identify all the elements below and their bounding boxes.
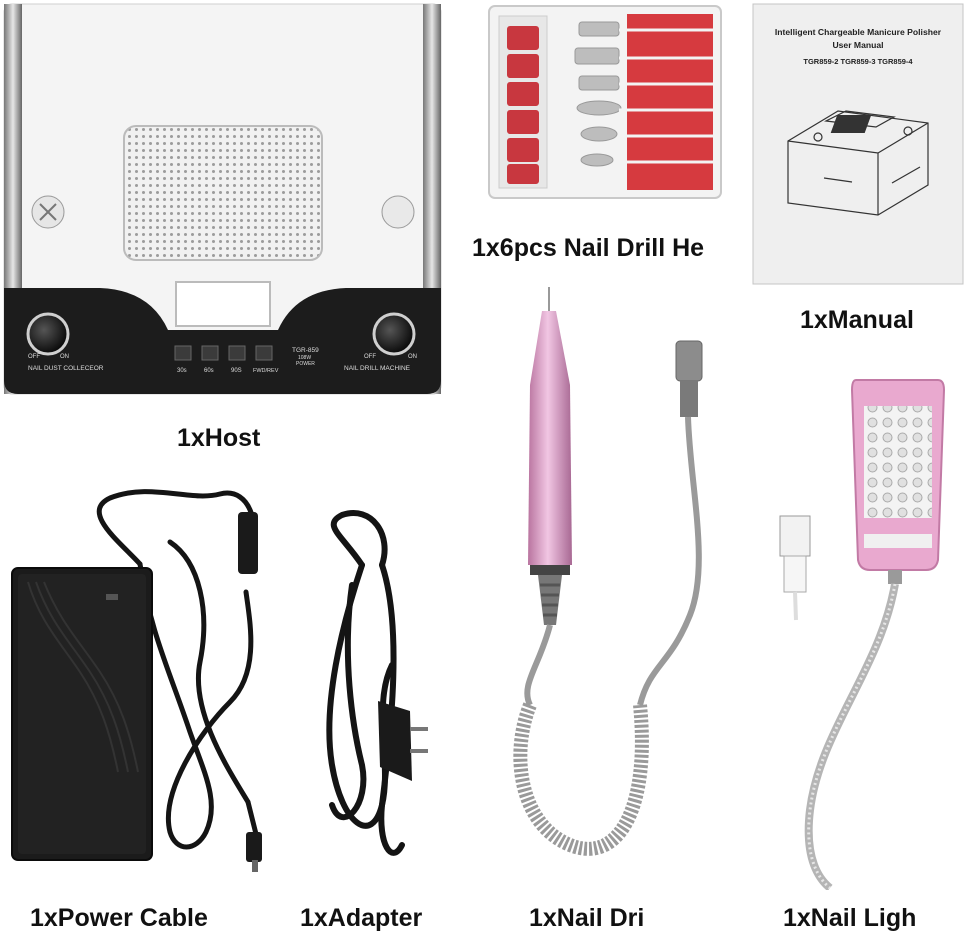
power-value-label: 108W xyxy=(298,355,311,361)
caption-power-cable: 1xPower Cable xyxy=(30,904,208,932)
adapter-image xyxy=(282,505,444,890)
caption-nail-light: 1xNail Ligh xyxy=(783,904,917,932)
caption-drill-heads: 1x6pcs Nail Drill He xyxy=(472,234,705,262)
host-unit-image: OFF ON NAIL DUST COLLECEOR 30s 60s 90S F… xyxy=(0,0,445,400)
manual-models: TGR859-2 TGR859-3 TGR859-4 xyxy=(803,57,913,66)
timer-90-label: 90S xyxy=(231,368,242,374)
timer-30-label: 30s xyxy=(177,368,187,374)
nail-dust-collector-label: NAIL DUST COLLECEOR xyxy=(28,365,104,372)
manual-subtitle: User Manual xyxy=(832,40,883,50)
drill-heads-box-image xyxy=(487,4,723,200)
nail-drill-machine-label: NAIL DRILL MACHINE xyxy=(344,365,411,372)
caption-adapter: 1xAdapter xyxy=(300,904,423,932)
caption-manual: 1xManual xyxy=(800,306,914,334)
nail-light-image xyxy=(760,370,960,890)
fwd-rev-label: FWD/REV xyxy=(253,368,279,374)
left-knob-off-label: OFF xyxy=(28,354,40,360)
left-knob-on-label: ON xyxy=(60,354,69,360)
power-cable-image xyxy=(0,472,282,890)
nail-drill-handpiece-image xyxy=(500,285,720,890)
caption-nail-drill: 1xNail Dri xyxy=(529,904,645,932)
user-manual-image: Intelligent Chargeable Manicure Polisher… xyxy=(752,3,964,285)
manual-title: Intelligent Chargeable Manicure Polisher xyxy=(775,27,942,37)
right-knob-on-label: ON xyxy=(408,354,417,360)
caption-host: 1xHost xyxy=(177,424,261,452)
right-knob-off-label: OFF xyxy=(364,354,376,360)
model-label: TGR-859 xyxy=(292,347,319,354)
timer-60-label: 60s xyxy=(204,368,214,374)
power-label: POWER xyxy=(296,361,315,367)
